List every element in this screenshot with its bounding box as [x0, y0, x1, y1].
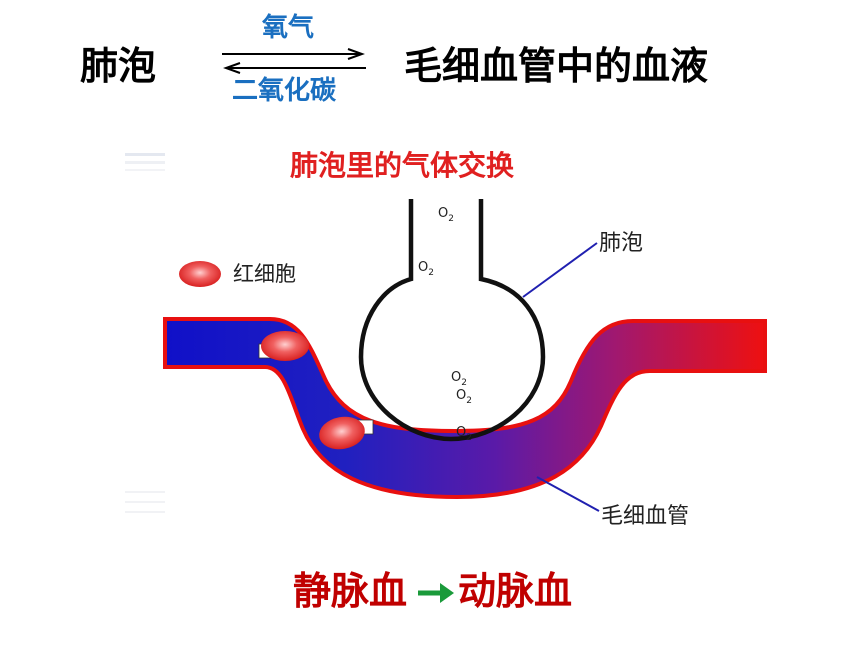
capillary-pointer — [536, 476, 600, 512]
red-blood-cell-legend — [179, 261, 221, 287]
alveolus-pointer — [522, 242, 598, 298]
capillary-blood-term: 毛细血管中的血液 — [404, 44, 709, 88]
venous-blood-label: 静脉血 — [293, 569, 408, 613]
scan-artifact — [125, 491, 165, 513]
red-blood-cell-label: 红细胞 — [233, 262, 296, 286]
capillary-label: 毛细血管 — [601, 504, 689, 529]
alveolus — [358, 199, 546, 442]
arterial-blood-label: 动脉血 — [458, 569, 573, 613]
red-blood-cell — [319, 416, 365, 450]
scan-artifact — [125, 153, 165, 171]
red-blood-cell — [261, 331, 309, 361]
carbon-dioxide-label: 二氧化碳 — [232, 76, 337, 106]
alveolus-term: 肺泡 — [80, 44, 157, 88]
diagram-title: 肺泡里的气体交换 — [290, 149, 515, 182]
oxygen-label: 氧气 — [262, 13, 315, 43]
capillary-vessel — [163, 317, 767, 500]
exchange-arrows-icon — [222, 48, 366, 74]
arrow-right-icon — [418, 583, 454, 603]
alveolus-label: 肺泡 — [599, 231, 643, 256]
